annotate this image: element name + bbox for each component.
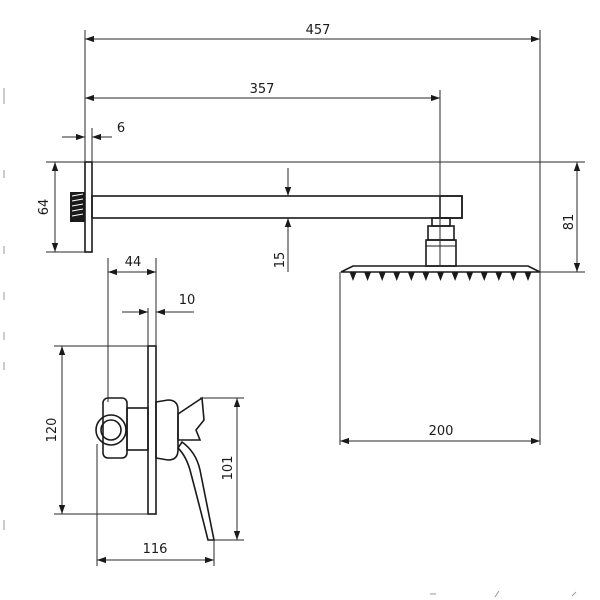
dim-label-81: 81 — [562, 214, 577, 231]
mixer-assembly — [95, 345, 215, 541]
shower-head — [340, 265, 541, 281]
nozzle — [349, 272, 357, 281]
dim-label-6: 6 — [117, 121, 125, 136]
nozzle — [509, 272, 517, 281]
threaded-connector — [70, 192, 85, 222]
nozzle — [437, 272, 444, 281]
scan-artifacts — [3, 88, 577, 598]
mixer-cover-plate — [147, 345, 157, 515]
dim-label-64: 64 — [37, 199, 52, 216]
dim-label-10: 10 — [179, 293, 196, 308]
dim-label-44: 44 — [125, 255, 142, 270]
dim-label-116: 116 — [143, 542, 168, 557]
dimension-lines — [51, 35, 581, 564]
dim-label-457: 457 — [306, 23, 331, 38]
mixer-handle — [155, 396, 215, 541]
dim-label-200: 200 — [429, 424, 454, 439]
nozzle — [495, 272, 503, 281]
nozzle — [393, 272, 401, 281]
nozzle — [480, 272, 488, 281]
dim-label-101: 101 — [221, 456, 236, 481]
nozzle — [378, 272, 386, 281]
nozzle — [524, 272, 532, 281]
nozzle — [422, 272, 430, 281]
shower-arm — [91, 195, 463, 219]
swivel-joint — [425, 217, 457, 267]
dim-label-15: 15 — [273, 252, 288, 269]
dimension-labels: 457 357 6 64 15 81 200 44 10 120 101 116 — [37, 23, 577, 557]
valve-body — [95, 397, 149, 459]
extension-lines — [46, 30, 585, 566]
dim-label-357: 357 — [250, 82, 275, 97]
nozzle — [451, 272, 459, 281]
nozzle — [407, 272, 415, 281]
arm-elbow — [439, 195, 463, 219]
nozzle — [364, 272, 372, 281]
nozzle-row — [349, 272, 532, 281]
nozzle — [466, 272, 474, 281]
dim-label-120: 120 — [45, 418, 60, 443]
wall-flange — [84, 161, 93, 253]
